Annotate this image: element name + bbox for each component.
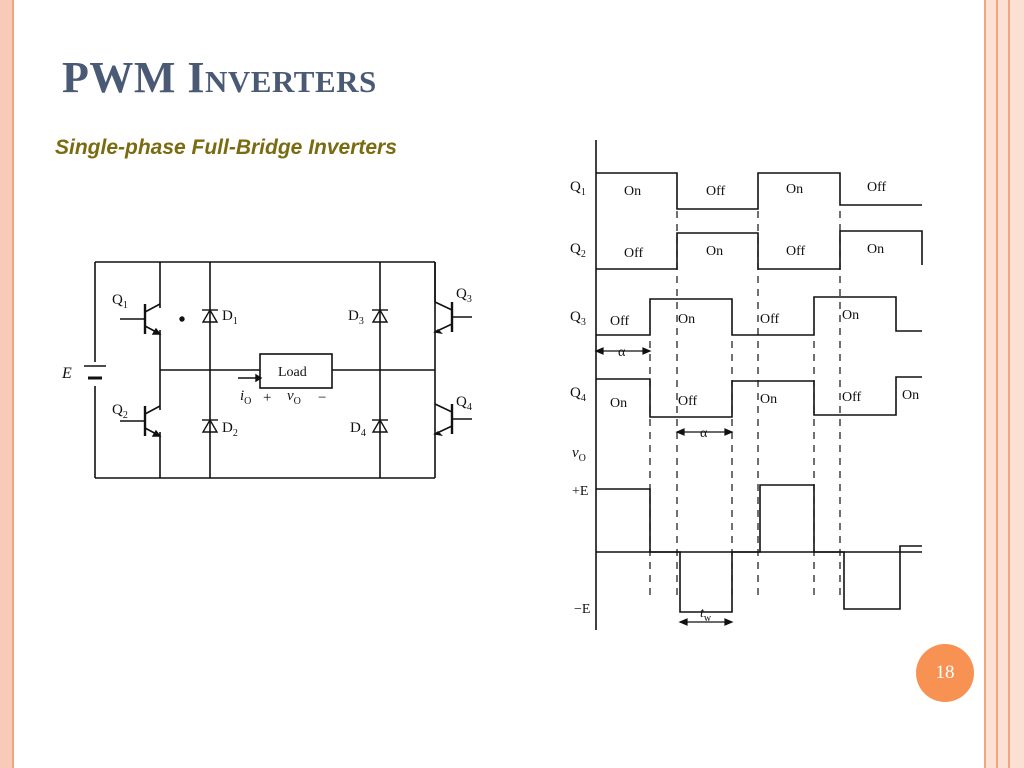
page-number-badge: 18 [916,644,974,702]
q1-state: Off [706,184,726,199]
q2-state: On [706,244,723,259]
q4-state: On [902,388,919,403]
q3-state: Off [760,312,780,327]
vo-label: vO [572,445,586,464]
plus-e-label: +E [572,484,588,499]
full-bridge-circuit-diagram: E Q1 Q2 Q3 Q4 D1 D2 D3 D4 Load iO + vO − [61,261,472,479]
tw-label: tw [700,606,712,624]
timing-q1-label: Q1 [570,179,586,198]
timing-q4-label: Q4 [570,385,586,404]
q3-state: Off [610,314,630,329]
q4-label: Q4 [456,394,472,413]
timing-q2-label: Q2 [570,241,586,260]
q2-state: Off [624,246,644,261]
q2-label: Q2 [112,402,128,421]
q4-state: Off [842,390,862,405]
alpha-label: α [700,426,708,441]
minus-e-label: −E [574,602,590,617]
d3-label: D3 [348,308,364,327]
load-label: Load [278,365,307,380]
load-voltage-label: vO [287,388,301,407]
q4-state: Off [678,394,698,409]
load-current-label: iO [240,388,251,407]
q1-state: On [624,184,641,199]
alpha-label: α [618,345,626,360]
q1-state: On [786,182,803,197]
source-label: E [61,365,72,382]
q2-state: On [867,242,884,257]
slide-subtitle: Single-phase Full-Bridge Inverters [55,136,397,159]
q1-state: Off [867,180,887,195]
page-number: 18 [935,662,955,683]
q4-state: On [610,396,627,411]
plus-sign: + [263,390,271,406]
q1-label: Q1 [112,292,128,311]
d1-label: D1 [222,308,238,327]
q3-state: On [678,312,695,327]
q4-state: On [760,392,777,407]
right-decorative-border [978,0,1024,768]
timing-q3-label: Q3 [570,309,586,328]
slide-title: PWM Inverters [62,53,377,102]
pwm-timing-diagram: Q1 Q2 Q3 Q4 On Off On Off Off On Off On … [570,140,923,630]
q3-label: Q3 [456,286,472,305]
d2-label: D2 [222,420,238,439]
d4-label: D4 [350,420,366,439]
q3-state: On [842,308,859,323]
q2-state: Off [786,244,806,259]
left-decorative-border [0,0,14,768]
minus-sign: − [318,390,326,406]
